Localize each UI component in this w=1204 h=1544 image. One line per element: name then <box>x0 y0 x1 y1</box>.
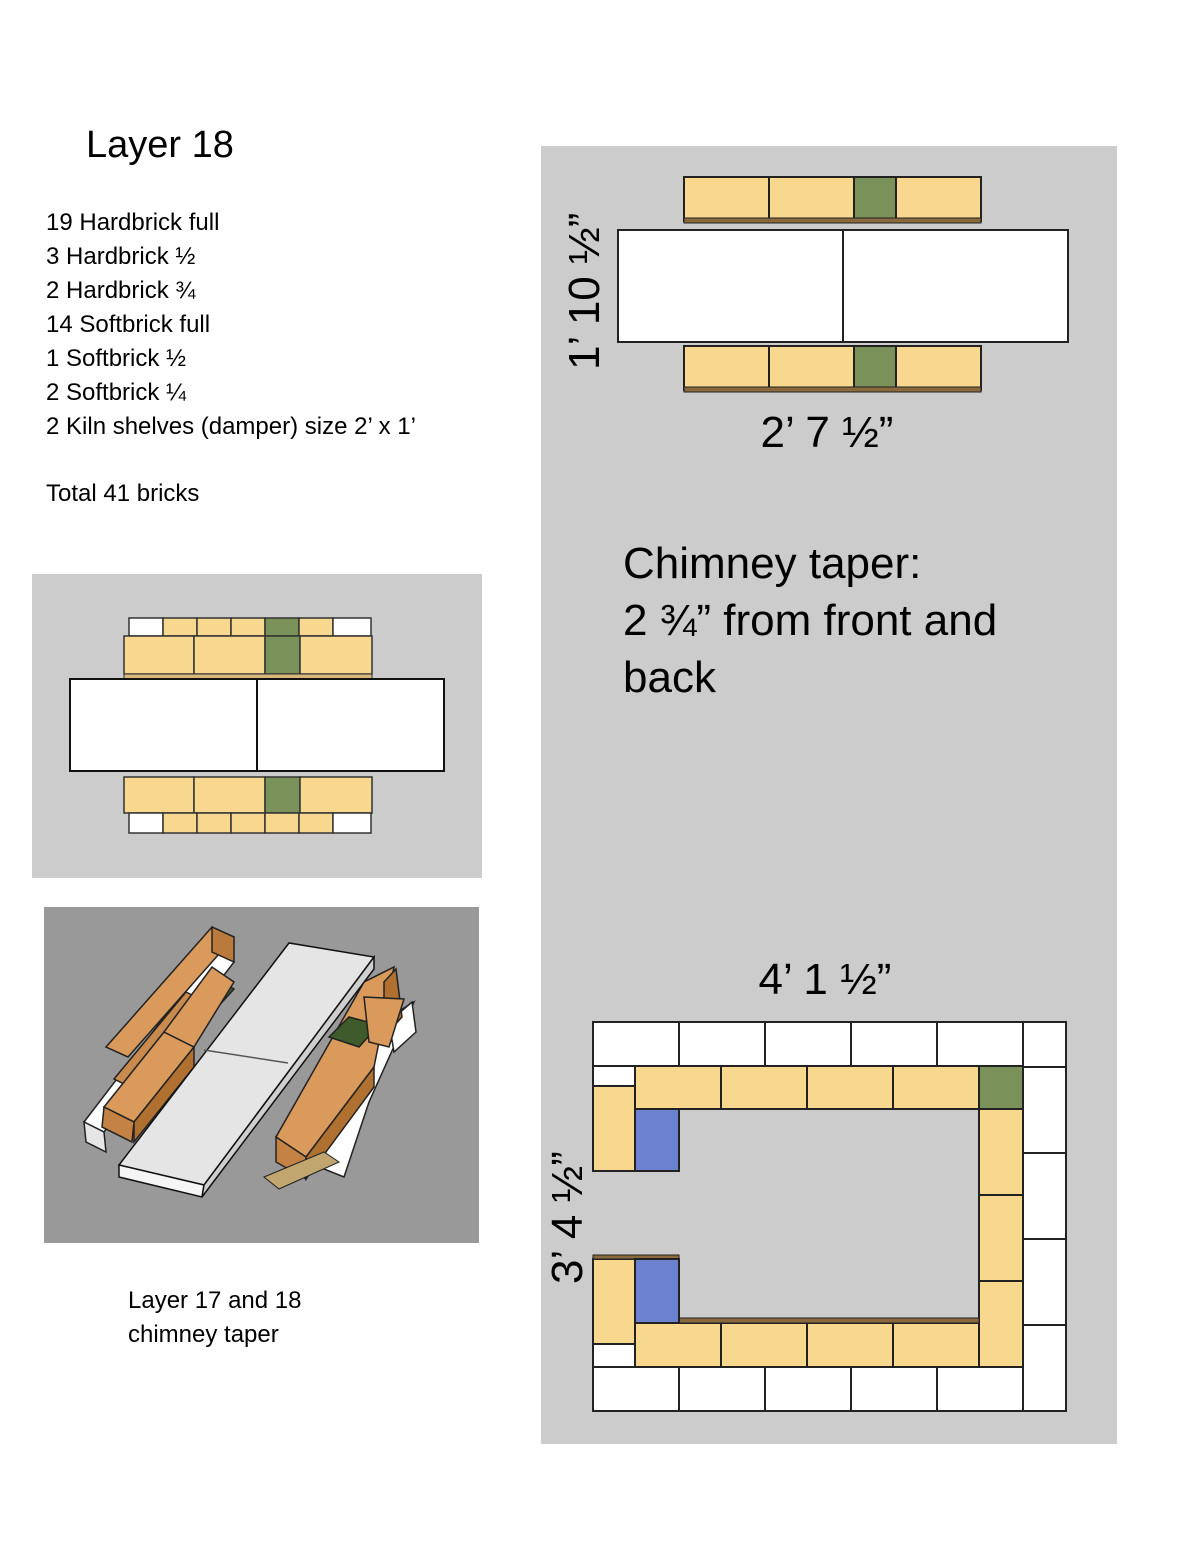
page-title: Layer 18 <box>86 124 234 166</box>
shadow-brick <box>263 1151 341 1190</box>
materials-item: 2 Kiln shelves (damper) size 2’ x 1’ <box>46 413 416 440</box>
caption-line: Layer 17 and 18 <box>128 1287 302 1314</box>
kiln-shelf <box>256 678 445 772</box>
total-bricks: Total 41 bricks <box>46 480 200 507</box>
taper-note-line: back <box>623 653 717 702</box>
upper-brick-row-bottom <box>123 776 373 814</box>
materials-item: 2 Softbrick ¼ <box>46 379 187 406</box>
materials-list: 19 Hardbrick full 3 Hardbrick ½ 2 Hardbr… <box>46 206 416 444</box>
materials-item: 1 Softbrick ½ <box>46 345 187 372</box>
kiln-shelves <box>69 678 445 772</box>
taper-note-line: Chimney taper: <box>623 539 921 588</box>
taper-note-line: 2 ¾” from front and <box>623 596 997 645</box>
kiln-shelf <box>617 229 844 343</box>
chimney-plan <box>617 176 1069 393</box>
base-plan <box>592 1021 1067 1412</box>
isometric-render <box>44 907 479 1243</box>
right-brick-stack <box>275 965 417 1182</box>
chimney-height-label: 1’ 10 ½” <box>560 213 609 370</box>
chimney-panel: 1’ 10 ½” 2’ 7 ½” Chimney taper: 2 ¾” fro… <box>541 146 1117 1444</box>
upper-brick-row-top <box>123 635 373 675</box>
materials-item: 19 Hardbrick full <box>46 209 220 236</box>
materials-item: 14 Softbrick full <box>46 311 211 338</box>
left-brick-stack <box>82 925 236 1154</box>
base-height-label: 3’ 4 ½” <box>543 1151 592 1284</box>
caption-line: chimney taper <box>128 1321 279 1348</box>
kiln-shelf <box>842 229 1069 343</box>
plan-view-layer-17-18 <box>32 574 482 878</box>
lower-brick-row-top <box>128 617 372 637</box>
render-caption: Layer 17 and 18 chimney taper <box>128 1284 301 1352</box>
kiln-shelves-3d <box>117 942 376 1198</box>
kiln-shelf <box>69 678 258 772</box>
materials-item: 3 Hardbrick ½ <box>46 243 196 270</box>
chimney-width-label: 2’ 7 ½” <box>761 408 894 457</box>
materials-item: 2 Hardbrick ¾ <box>46 277 196 304</box>
lower-brick-row-bottom <box>128 812 372 834</box>
base-width-label: 4’ 1 ½” <box>759 955 892 1004</box>
